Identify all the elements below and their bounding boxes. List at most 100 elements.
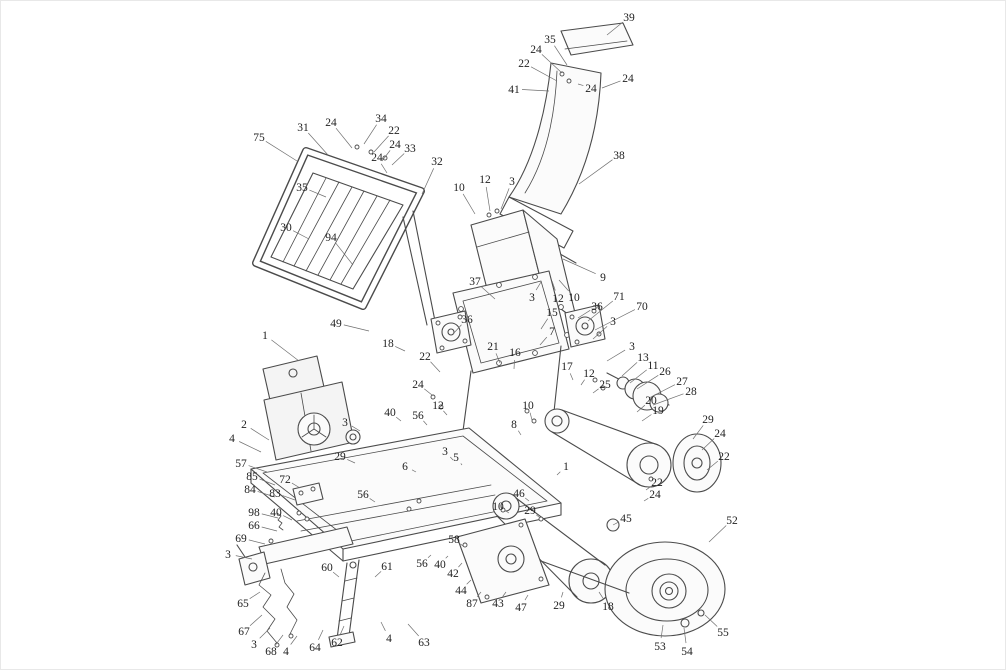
- leader-line: [250, 428, 270, 441]
- part-label-32: 32: [431, 156, 443, 168]
- leader-line: [558, 279, 569, 292]
- leader-line: [283, 515, 293, 521]
- part-label-47: 47: [515, 602, 527, 614]
- leader-line: [424, 388, 433, 396]
- leader-line: [391, 153, 405, 166]
- leader-line: [529, 412, 533, 421]
- part-label-29: 29: [702, 414, 714, 426]
- part-label-84: 84: [244, 484, 256, 496]
- leader-line: [249, 591, 261, 599]
- leader-line: [335, 127, 353, 149]
- leader-line: [339, 625, 345, 635]
- part-label-75: 75: [253, 132, 265, 144]
- part-label-40: 40: [434, 559, 446, 571]
- part-label-26: 26: [659, 366, 671, 378]
- part-label-6: 6: [402, 461, 408, 473]
- part-label-72: 72: [279, 474, 291, 486]
- safety-chain: [258, 572, 278, 644]
- part-label-29: 29: [553, 600, 565, 612]
- leader-line: [500, 188, 510, 210]
- part-label-24: 24: [389, 139, 401, 151]
- part-label-65: 65: [237, 598, 249, 610]
- collection-bin-frame: [252, 147, 436, 326]
- part-label-49: 49: [330, 318, 342, 330]
- part-label-87: 87: [466, 598, 478, 610]
- leader-line: [347, 459, 356, 464]
- part-label-40: 40: [384, 407, 396, 419]
- part-label-24: 24: [325, 117, 337, 129]
- leader-line: [458, 562, 463, 568]
- leader-lines: [235, 21, 727, 645]
- part-label-30: 30: [280, 222, 292, 234]
- leader-line: [524, 497, 530, 502]
- leader-line: [460, 543, 464, 547]
- part-label-10: 10: [492, 501, 504, 513]
- part-label-94: 94: [325, 232, 337, 244]
- part-label-52: 52: [726, 515, 738, 527]
- leader-line: [524, 594, 529, 601]
- leader-line: [374, 571, 382, 578]
- part-label-10: 10: [522, 400, 534, 412]
- part-label-7: 7: [549, 326, 555, 338]
- engine: [262, 355, 361, 461]
- leader-line: [521, 89, 550, 92]
- leader-line: [502, 591, 507, 597]
- discharge-chute: [499, 22, 634, 272]
- part-label-53: 53: [654, 641, 666, 653]
- part-label-12: 12: [432, 400, 444, 412]
- leader-line: [540, 318, 548, 330]
- part-label-2: 2: [241, 419, 247, 431]
- part-label-1: 1: [563, 461, 569, 473]
- leader-line: [539, 336, 548, 346]
- leader-line: [535, 281, 542, 291]
- part-label-3: 3: [442, 446, 448, 458]
- leader-line: [629, 369, 647, 384]
- part-label-29: 29: [524, 505, 536, 517]
- part-label-11: 11: [647, 360, 658, 372]
- leader-line: [518, 430, 522, 436]
- part-label-56: 56: [412, 410, 424, 422]
- leader-line: [556, 471, 561, 476]
- part-label-4: 4: [229, 433, 235, 445]
- hub-cap: [680, 618, 690, 628]
- leader-line: [373, 135, 389, 153]
- leader-line: [452, 324, 462, 335]
- part-label-24: 24: [649, 489, 661, 501]
- leader-line: [466, 579, 472, 585]
- part-label-12: 12: [479, 174, 491, 186]
- leader-line: [265, 141, 298, 162]
- part-label-71: 71: [613, 291, 625, 303]
- support-leg: [328, 559, 360, 648]
- part-label-31: 31: [297, 122, 309, 134]
- part-label-34: 34: [375, 113, 387, 125]
- part-label-42: 42: [447, 568, 459, 580]
- part-label-67: 67: [238, 626, 250, 638]
- chute-flange: [499, 196, 574, 249]
- part-label-24: 24: [371, 152, 383, 164]
- leader-line: [708, 525, 727, 543]
- part-label-58: 58: [448, 534, 460, 546]
- leader-line: [645, 486, 651, 491]
- part-label-44: 44: [455, 585, 467, 597]
- part-label-3: 3: [342, 417, 348, 429]
- part-label-36: 36: [591, 301, 603, 313]
- leader-line: [578, 159, 613, 185]
- leader-line: [421, 168, 435, 195]
- part-label-24: 24: [412, 379, 424, 391]
- part-label-25: 25: [599, 379, 611, 391]
- leader-line: [261, 513, 279, 519]
- leader-line: [569, 373, 574, 381]
- leader-line: [275, 634, 284, 645]
- part-label-24: 24: [714, 428, 726, 440]
- leader-line: [701, 438, 715, 451]
- leader-line: [460, 463, 463, 466]
- leader-line: [343, 324, 370, 332]
- part-label-9: 9: [600, 272, 606, 284]
- part-label-60: 60: [321, 562, 333, 574]
- part-label-54: 54: [681, 646, 693, 658]
- part-label-98: 98: [248, 507, 260, 519]
- part-label-66: 66: [248, 520, 260, 532]
- part-label-33: 33: [404, 143, 416, 155]
- part-label-18: 18: [602, 601, 614, 613]
- small-wheel: [672, 433, 722, 493]
